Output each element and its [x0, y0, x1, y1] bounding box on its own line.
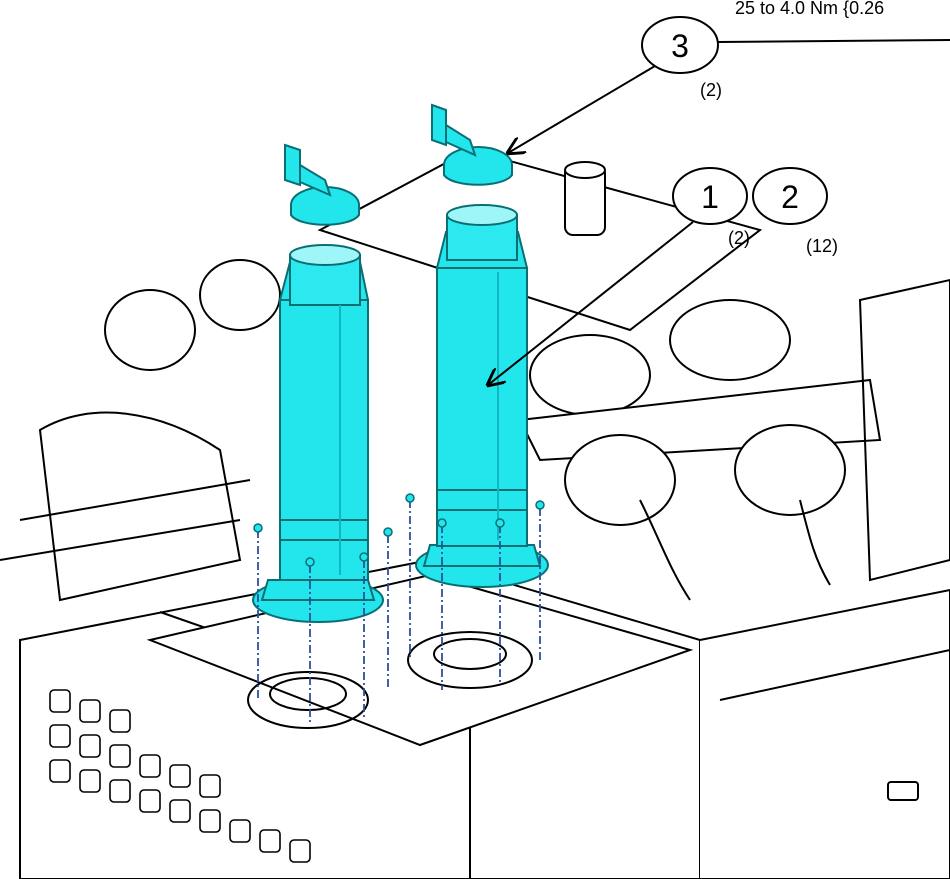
callout-1-number: 1	[701, 179, 719, 215]
bolts	[253, 493, 545, 567]
callout-2-quantity: (12)	[806, 236, 838, 256]
callout-3-quantity: (2)	[700, 80, 722, 100]
callout-2-number: 2	[781, 179, 799, 215]
callout-1-quantity: (2)	[728, 228, 750, 248]
callout-1-arrow	[488, 221, 694, 385]
callout-1: 1 (2)	[488, 167, 750, 385]
callout-2: 2 (12)	[752, 167, 838, 256]
torque-leader-line	[717, 39, 950, 43]
grill-vents	[49, 689, 311, 863]
callout-3-arrow	[508, 65, 656, 153]
duct-left	[252, 244, 384, 623]
clamp-right	[431, 103, 513, 186]
duct-right	[415, 204, 549, 588]
torque-spec: 25 to 4.0 Nm {0.26	[735, 0, 884, 18]
machine-body	[0, 148, 950, 879]
mounting-flanges	[247, 631, 533, 729]
bolt-leader-lines	[257, 500, 541, 725]
callout-3: 3 (2)	[508, 16, 950, 153]
clamp-left	[284, 143, 360, 226]
callout-3-number: 3	[671, 28, 689, 64]
